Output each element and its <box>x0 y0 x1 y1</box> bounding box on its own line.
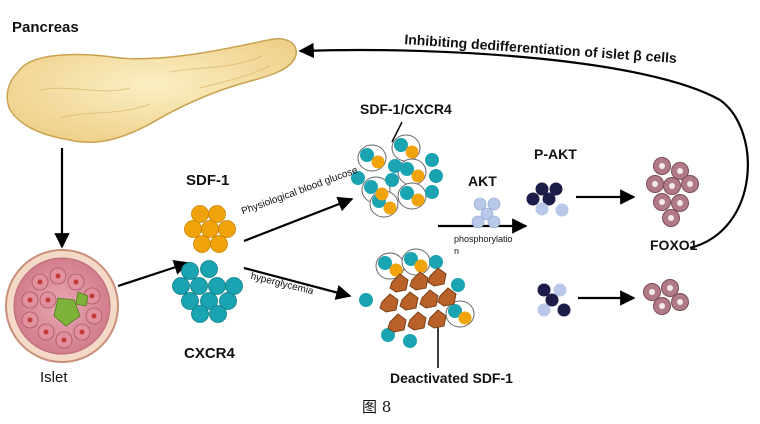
foxo1-lower-cluster <box>643 279 689 315</box>
pancreas-organ <box>6 38 297 143</box>
figure-caption: 图 8 <box>362 398 392 416</box>
arrow-feedback-inhibiting <box>298 42 749 250</box>
islet-cluster <box>5 249 119 363</box>
deactivated-sdf1-label: Deactivated SDF-1 <box>390 370 513 386</box>
cxcr4-cluster <box>172 260 243 323</box>
phosphorylation-label-line2: n <box>454 246 460 256</box>
foxo1-label: FOXO1 <box>650 237 698 253</box>
islet-label: Islet <box>40 369 68 386</box>
arrow-physiological <box>243 196 354 243</box>
arrow-hyperglycemia <box>243 266 352 300</box>
pancreas-label: Pancreas <box>12 19 79 36</box>
sdf1-cxcr4-label: SDF-1/CXCR4 <box>360 101 452 117</box>
pakt-cluster <box>526 182 569 217</box>
akt-label: AKT <box>468 173 497 189</box>
sdf1-label: SDF-1 <box>186 172 230 189</box>
akt-cluster <box>471 197 501 229</box>
sdf1-cluster <box>184 205 236 253</box>
deactivated-cluster <box>359 248 475 348</box>
sdf1-cxcr4-complexes <box>351 134 443 218</box>
arrows <box>54 42 749 368</box>
cxcr4-label: CXCR4 <box>184 345 235 362</box>
sdf1-cxcr4-pointer <box>391 121 403 143</box>
phosphorylation-label-line1: phosphorylatio <box>454 234 513 244</box>
pakt-label: P-AKT <box>534 146 577 162</box>
akt-lower-cluster <box>537 283 571 317</box>
arrow-islet-to-sdf1 <box>117 260 190 288</box>
